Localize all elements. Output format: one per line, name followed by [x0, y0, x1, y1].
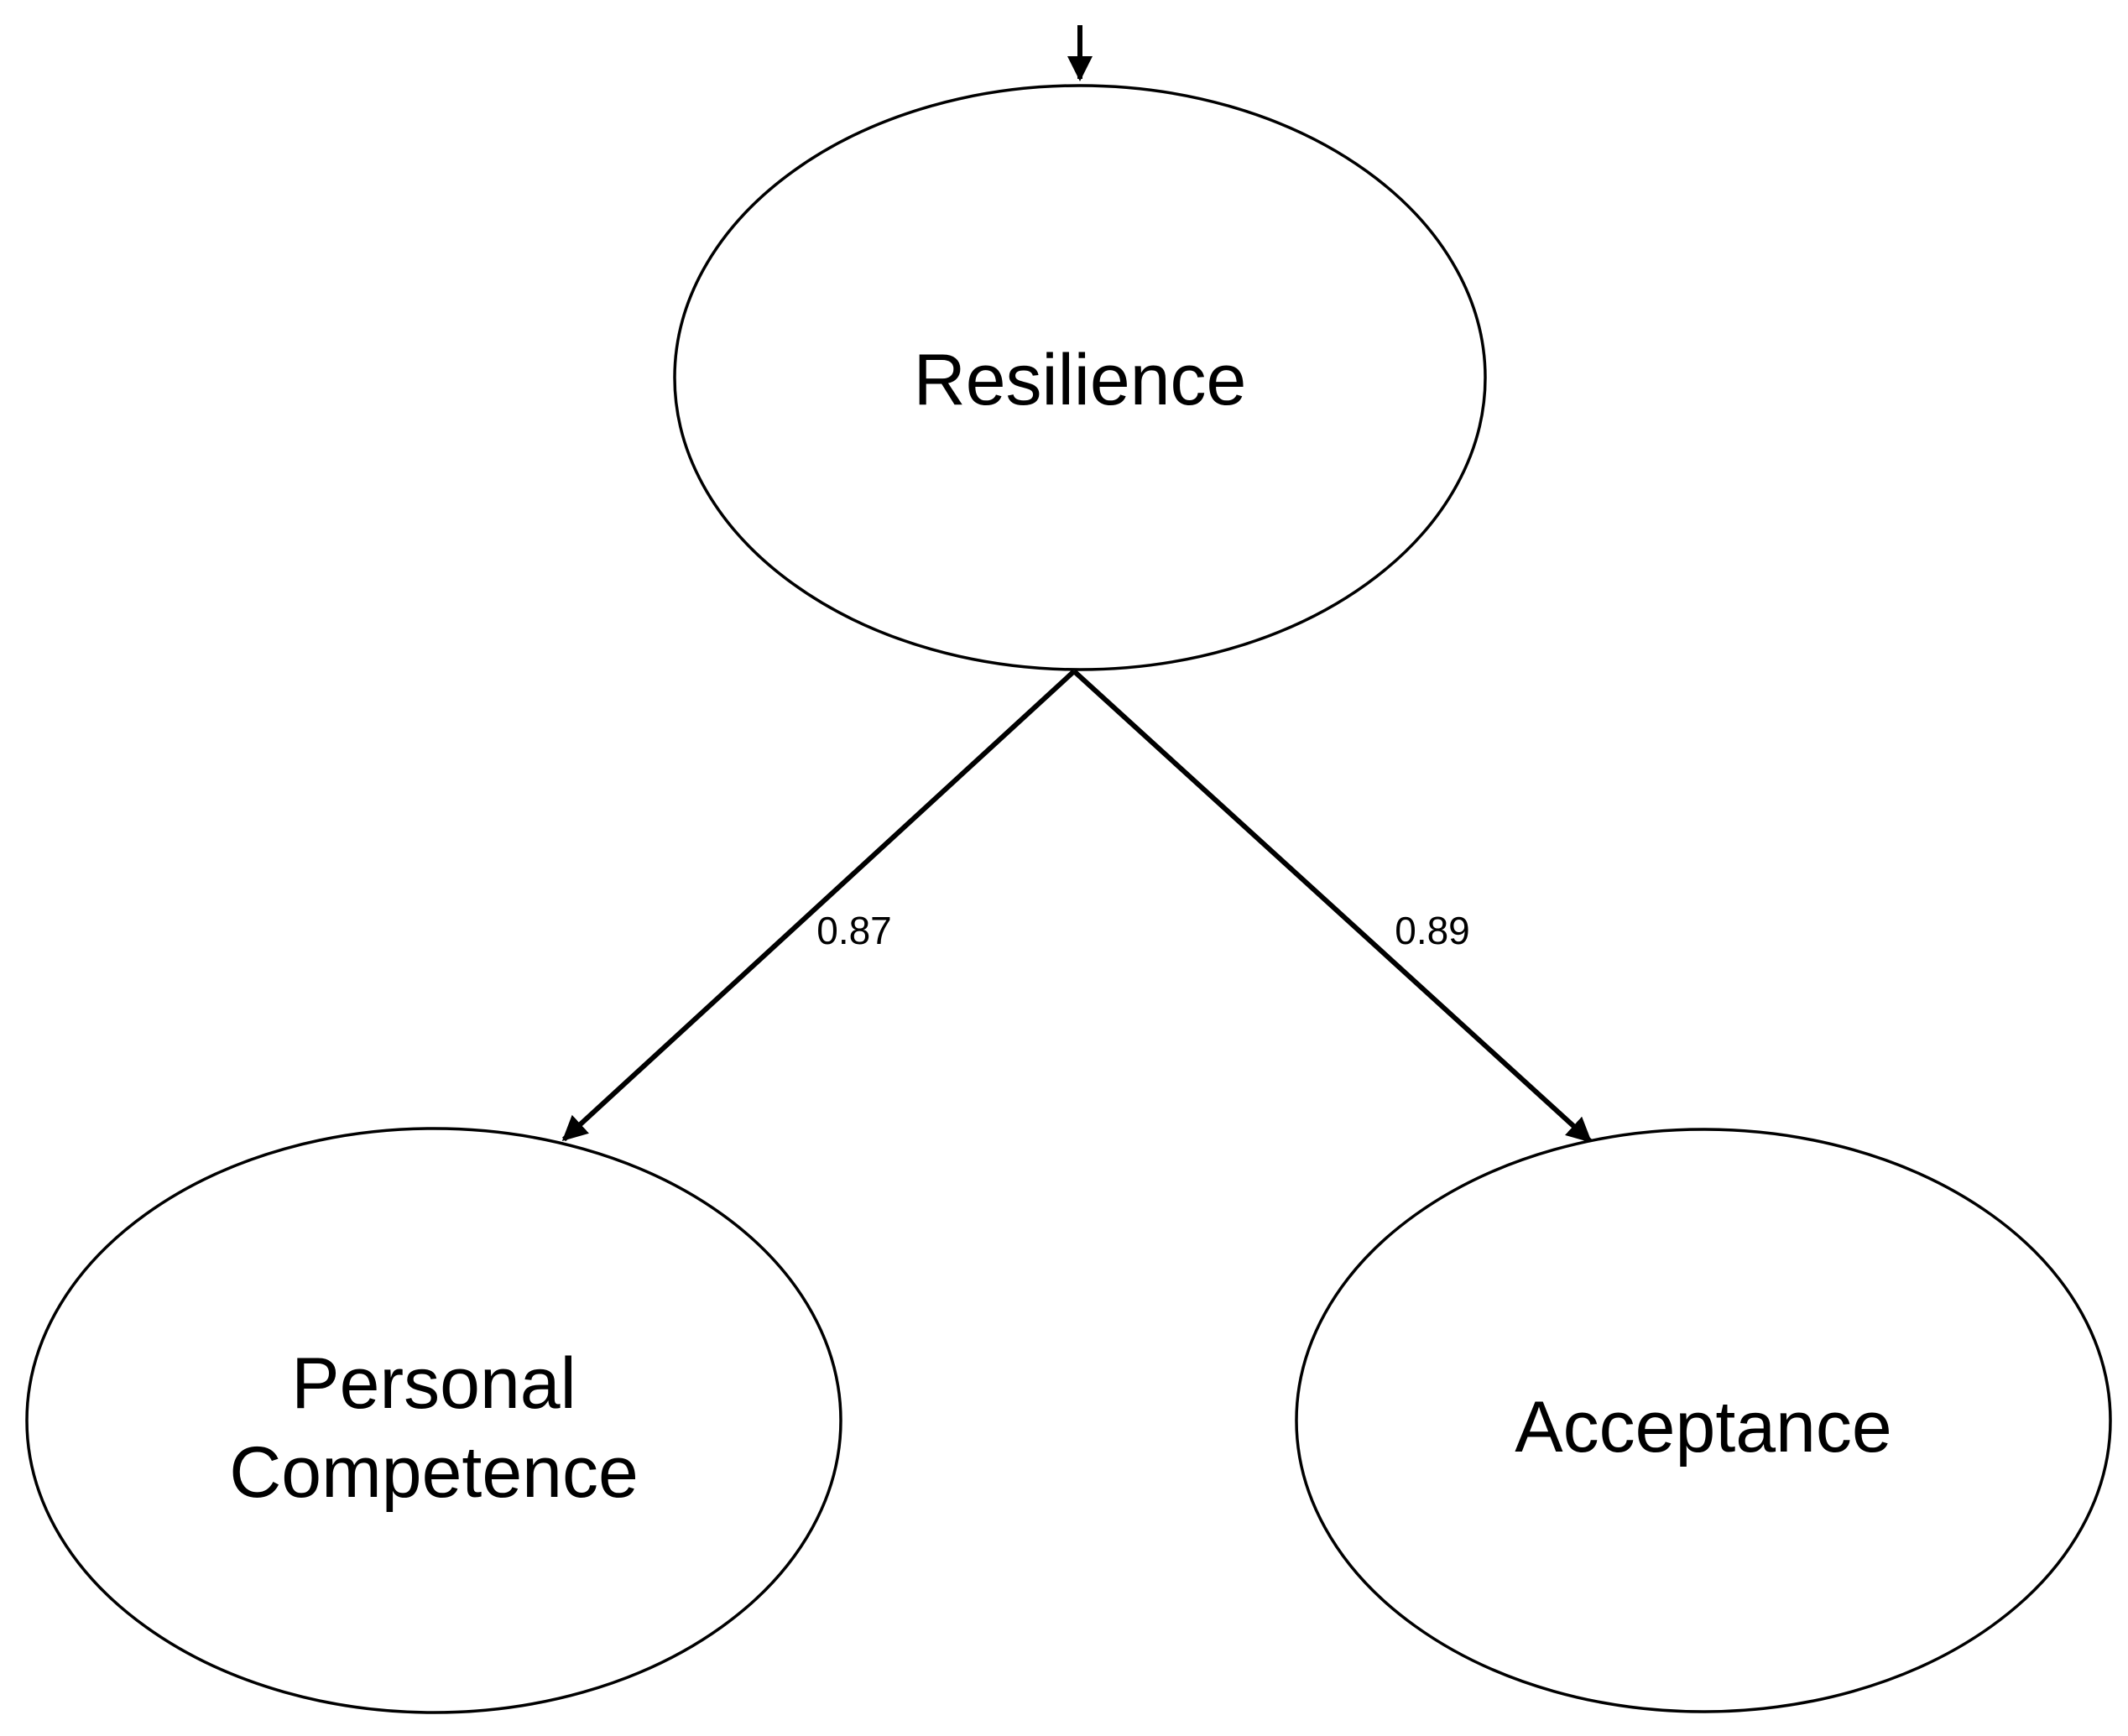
- node-personal-competence: Personal Competence: [25, 1127, 842, 1714]
- personal-competence-label-line2: Competence: [229, 1432, 639, 1513]
- loading-label-acceptance: 0.89: [1395, 909, 1470, 952]
- edge-line-acceptance: [1072, 669, 1593, 1144]
- personal-competence-ellipse: [25, 1127, 842, 1714]
- node-acceptance: Acceptance: [1295, 1128, 2112, 1713]
- edge-line-personal-competence: [561, 669, 1077, 1142]
- node-resilience: Resilience: [673, 84, 1487, 671]
- edge-resilience-acceptance: 0.89: [1072, 669, 1593, 1144]
- acceptance-label: Acceptance: [1515, 1387, 1891, 1468]
- edge-resilience-personal-competence: 0.87: [561, 669, 1077, 1142]
- personal-competence-label-line1: Personal: [291, 1343, 576, 1424]
- acceptance-ellipse: [1295, 1128, 2112, 1713]
- resilience-ellipse: [673, 84, 1487, 671]
- loading-label-personal-competence: 0.87: [816, 909, 892, 952]
- resilience-label: Resilience: [914, 340, 1247, 420]
